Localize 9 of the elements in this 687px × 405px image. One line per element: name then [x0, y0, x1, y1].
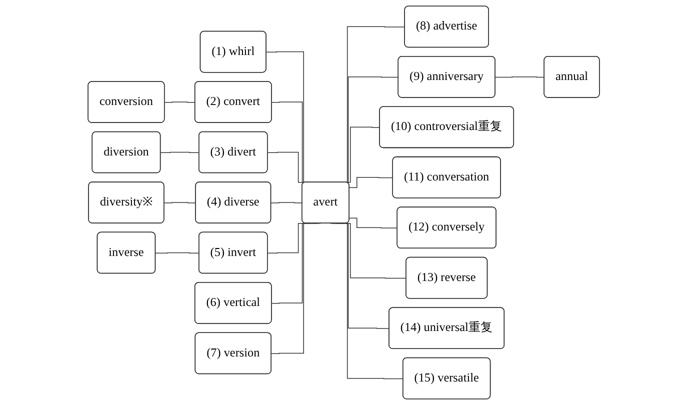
connector	[164, 202, 196, 204]
connector	[348, 177, 394, 188]
connector	[160, 152, 200, 153]
connector	[155, 252, 200, 254]
connector	[494, 76, 545, 78]
connector	[348, 218, 398, 228]
word-tree-diagram: avert (1) whirl (2) convert (3) divert (4) diverse (5) invert (6) vertical (7) version (8) advertise (9) anniversary (10) controversial重复 (11) conversation (12) conversely (13) reverse (14) universal重复 (15) versatile conversion diversion diversity※ inverse annual	[82, 0, 606, 405]
connector	[164, 102, 196, 103]
connector	[270, 202, 302, 204]
